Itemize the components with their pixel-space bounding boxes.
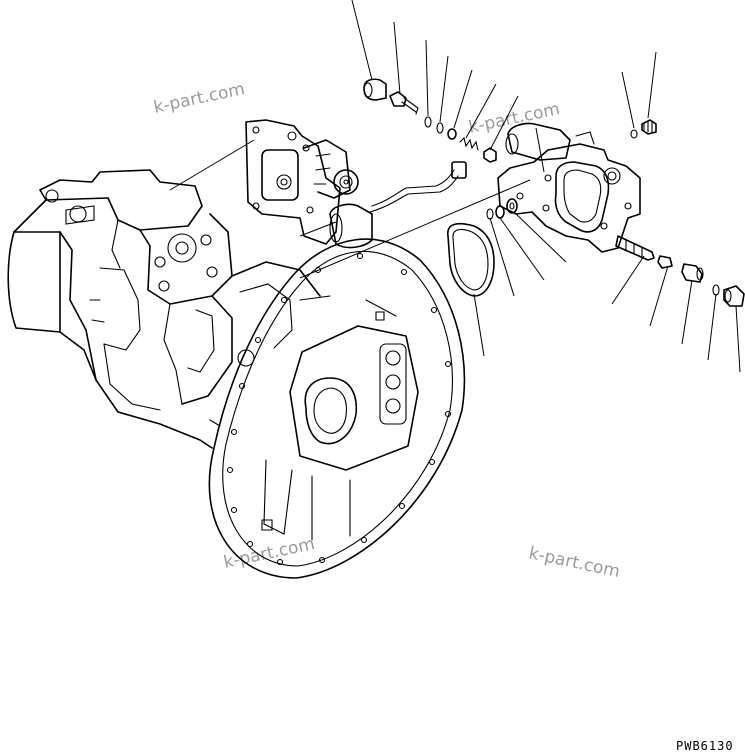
large-o-ring-gasket <box>447 222 495 297</box>
callout-leader-lines <box>169 0 741 373</box>
flywheel-housing <box>208 238 466 579</box>
main-pump-body <box>7 169 321 449</box>
watermark-1: k-part.com <box>152 79 247 118</box>
top-small-parts <box>363 78 657 163</box>
right-cover-plate <box>497 122 641 253</box>
watermark-3: k-part.com <box>222 534 317 573</box>
drawing-code: PWB6130 <box>676 739 734 753</box>
watermark-2: k-part.com <box>467 99 562 138</box>
flange-bolt-holes <box>226 252 452 566</box>
left-control-valve <box>245 119 467 249</box>
watermark-4: k-part.com <box>527 543 622 582</box>
right-small-parts <box>486 198 745 307</box>
